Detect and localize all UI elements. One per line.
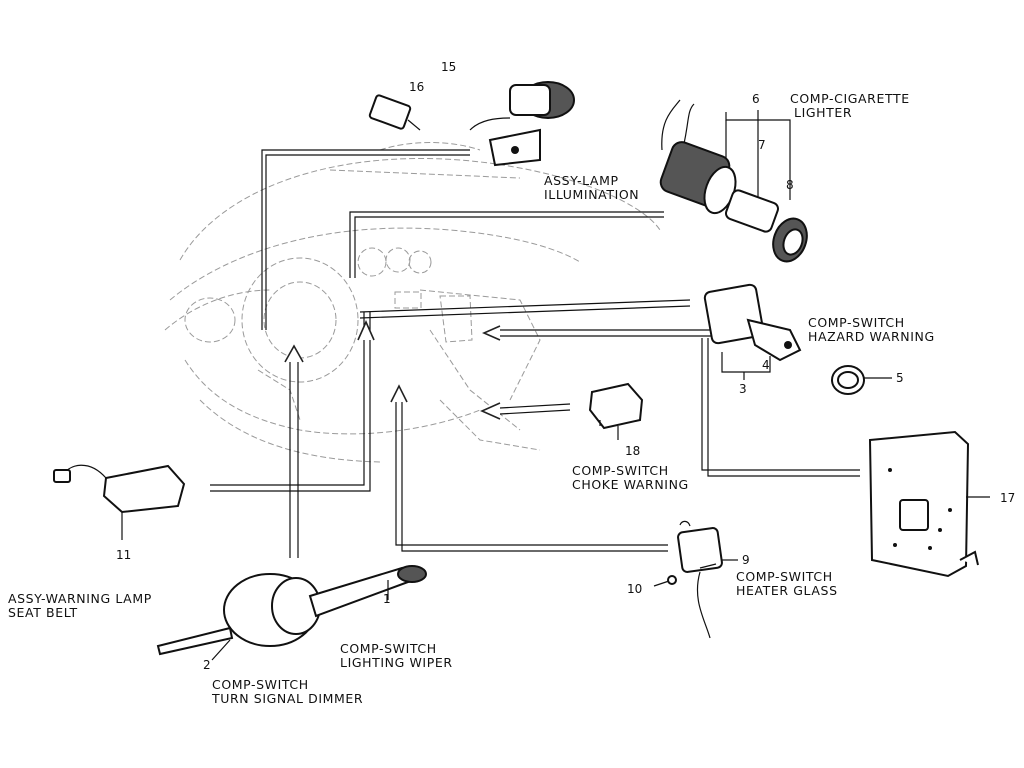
label-choke-warning: COMP-SWITCH CHOKE WARNING xyxy=(572,463,689,492)
label-turn-signal-dimmer: COMP-SWITCH TURN SIGNAL DIMMER xyxy=(212,677,364,706)
label-lighting-wiper: COMP-SWITCH LIGHTING WIPER xyxy=(340,641,453,670)
callout-7: 7 xyxy=(758,138,766,152)
cigarette-lighter-part xyxy=(659,99,808,263)
routing-lines xyxy=(210,149,860,558)
callout-16: 16 xyxy=(409,80,425,94)
label-cigarette-lighter: COMP-CIGARETTE LIGHTER xyxy=(790,91,910,120)
label-heater-glass: COMP-SWITCH HEATER GLASS xyxy=(736,569,838,598)
callout-15: 15 xyxy=(441,60,457,74)
control-plate-part xyxy=(868,430,990,578)
heater-glass-switch-part xyxy=(653,520,738,639)
callout-10: 10 xyxy=(627,582,643,596)
label-lamp-illumination: ASSY-LAMP ILLUMINATION xyxy=(544,173,640,202)
callout-17: 17 xyxy=(1000,491,1016,505)
callout-18: 18 xyxy=(625,444,641,458)
callout-1: 1 xyxy=(383,592,391,606)
callout-6: 6 xyxy=(752,92,760,106)
callout-4: 4 xyxy=(762,358,770,372)
callout-8: 8 xyxy=(786,178,794,192)
callout-9: 9 xyxy=(742,553,750,567)
hazard-switch-part xyxy=(703,283,892,395)
dashboard-sketch xyxy=(164,142,661,463)
callout-3: 3 xyxy=(739,382,747,396)
choke-warning-part xyxy=(588,382,644,440)
callout-2: 2 xyxy=(203,658,211,672)
callout-11: 11 xyxy=(116,548,132,562)
callout-5: 5 xyxy=(896,371,904,385)
seat-belt-lamp-part xyxy=(53,464,186,540)
label-warning-lamp-seat-belt: ASSY-WARNING LAMP SEAT BELT xyxy=(8,591,152,620)
label-hazard-warning: COMP-SWITCH HAZARD WARNING xyxy=(808,315,935,344)
lamp-illumination-part xyxy=(368,81,575,167)
combination-switch-part xyxy=(156,565,427,661)
